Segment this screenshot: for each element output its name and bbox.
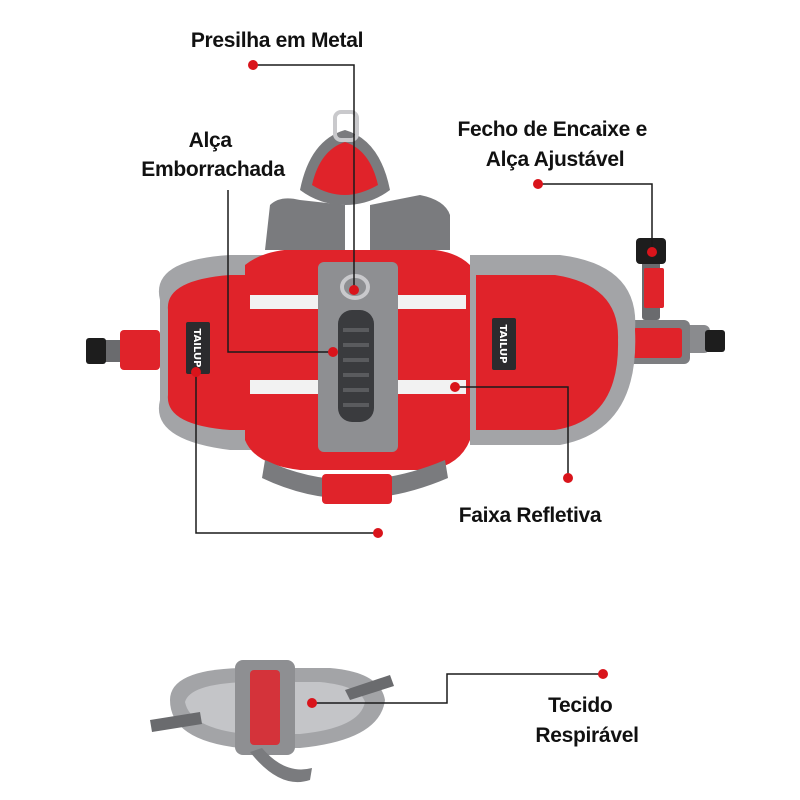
harness-inner-view-image	[150, 660, 394, 783]
reflective-strip-2	[250, 380, 318, 394]
callout-dot	[248, 60, 258, 70]
reflective-strip-4	[398, 380, 466, 394]
callout-dot	[450, 382, 460, 392]
callout-left-bag	[191, 367, 383, 538]
callout-metal-clip-label: Presilha em Metal	[191, 29, 363, 52]
callout-dot	[647, 247, 657, 257]
callout-rubber-handle-label: Alça Emborrachada	[141, 129, 285, 181]
belly-strap	[262, 460, 448, 504]
callout-dot	[307, 698, 317, 708]
center-panel	[245, 249, 470, 470]
callout-reflective-strip: Faixa Refletiva	[450, 382, 602, 527]
callout-reflective-strip-label: Faixa Refletiva	[459, 504, 602, 527]
callout-breathable-fabric-label: Tecido Respirável	[535, 694, 638, 747]
callout-metal-clip: Presilha em Metal	[191, 29, 363, 295]
callout-dot	[598, 669, 608, 679]
callout-dot	[328, 347, 338, 357]
callout-rubber-handle: Alça Emborrachada	[141, 129, 338, 357]
callout-breathable-fabric: Tecido Respirável	[307, 669, 639, 747]
right-saddle-bag: TAILUP	[470, 255, 636, 445]
neck-section	[265, 110, 450, 250]
neck-metal-clip	[333, 110, 359, 142]
rubber-handle-shape	[338, 310, 374, 422]
brand-logo-left: TAILUP	[191, 329, 202, 368]
callout-dot	[563, 473, 573, 483]
metal-d-ring	[340, 274, 370, 300]
brand-logo-right: TAILUP	[497, 325, 508, 364]
callout-dot	[191, 367, 201, 377]
callout-buckle-label: Fecho de Encaixe e Alça Ajustável	[457, 118, 652, 171]
callout-buckle: Fecho de Encaixe e Alça Ajustável	[457, 118, 657, 257]
callout-dot	[533, 179, 543, 189]
callout-dot	[373, 528, 383, 538]
reflective-strip-1	[250, 295, 318, 309]
reflective-strip-3	[398, 295, 466, 309]
harness-product-image: TAILUP TAILUP	[86, 110, 725, 504]
callout-dot	[349, 285, 359, 295]
left-saddle-bag: TAILUP	[158, 255, 270, 450]
